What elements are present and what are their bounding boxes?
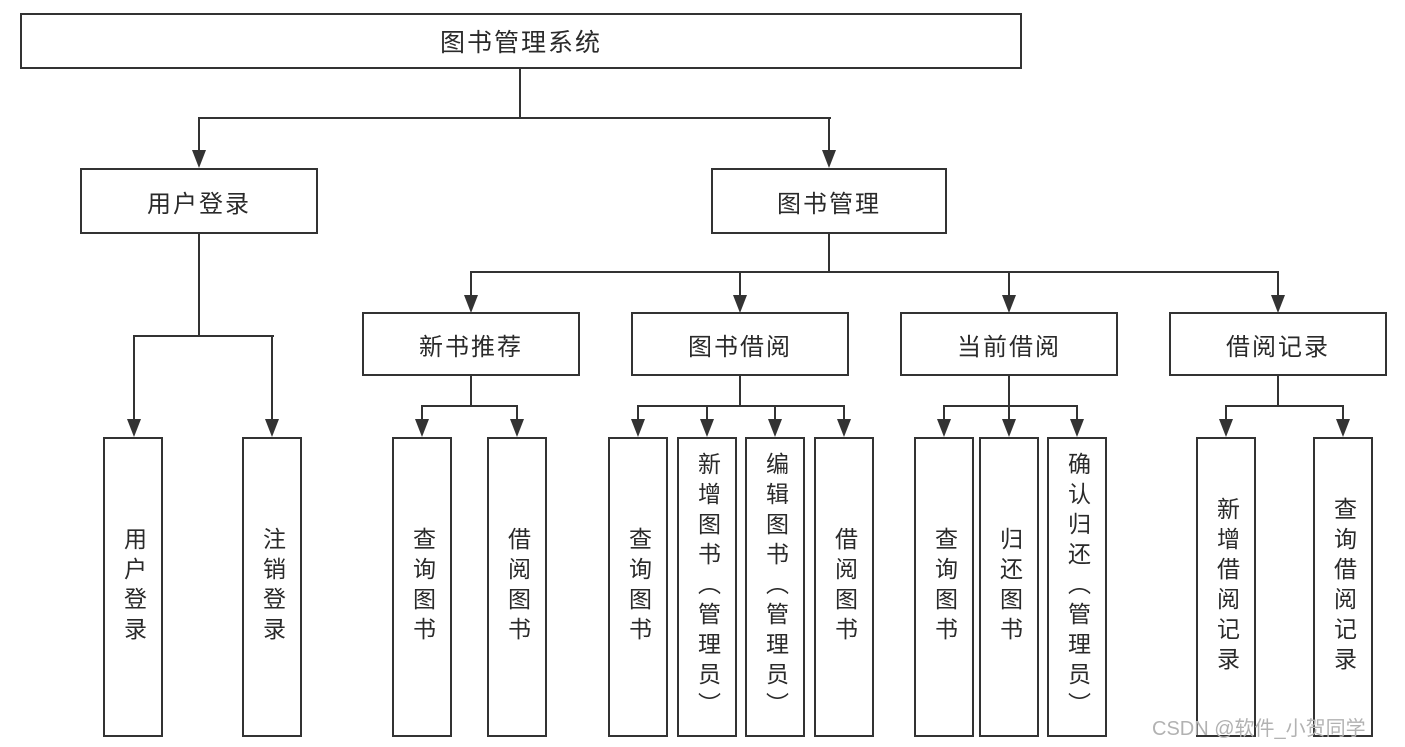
connector-vline (1277, 271, 1279, 297)
node-book-management: 图书管理 (711, 168, 947, 234)
arrow-down-icon (510, 419, 524, 437)
leaf-label: 借阅图书 (831, 527, 858, 647)
leaf-label: 查询图书 (625, 527, 652, 647)
arrow-down-icon (1002, 295, 1016, 313)
connector-vline (516, 405, 518, 421)
connector-hline (943, 405, 1078, 407)
connector-vline (421, 405, 423, 421)
connector-vline (739, 376, 741, 407)
node-label: 借阅记录 (1226, 333, 1330, 361)
connector-vline (637, 405, 639, 421)
connector-vline (1008, 271, 1010, 297)
connector-vline (943, 405, 945, 421)
connector-hline (470, 271, 1279, 273)
connector-hline (637, 405, 845, 407)
arrow-down-icon (1336, 419, 1350, 437)
connector-vline (1008, 376, 1010, 407)
leaf-query-books-current: 查询图书 (914, 437, 974, 737)
leaf-label: 注销登录 (259, 527, 286, 647)
arrow-down-icon (265, 419, 279, 437)
leaf-label: 查询图书 (931, 527, 958, 647)
leaf-add-book-admin: 新增图书（管理员） (677, 437, 737, 737)
leaf-add-borrow-record: 新增借阅记录 (1196, 437, 1256, 737)
leaf-label: 查询借阅记录 (1330, 497, 1357, 677)
connector-hline (198, 117, 831, 119)
node-label: 当前借阅 (957, 333, 1061, 361)
leaf-label: 确认归还（管理员） (1064, 452, 1091, 722)
leaf-confirm-return-admin: 确认归还（管理员） (1047, 437, 1107, 737)
connector-vline (843, 405, 845, 421)
arrow-down-icon (837, 419, 851, 437)
connector-vline (828, 233, 830, 273)
csdn-watermark: CSDN @软件_小贺同学 (1152, 718, 1366, 740)
connector-vline (828, 117, 830, 152)
connector-vline (470, 376, 472, 407)
node-label: 图书管理 (777, 190, 881, 218)
connector-vline (198, 233, 200, 337)
leaf-query-books-recommend: 查询图书 (392, 437, 452, 737)
leaf-label: 查询图书 (409, 527, 436, 647)
node-label: 图书管理系统 (439, 29, 602, 57)
node-library-management-system: 图书管理系统 (20, 13, 1022, 69)
leaf-label: 借阅图书 (504, 527, 531, 647)
connector-vline (271, 335, 273, 421)
connector-hline (133, 335, 274, 337)
connector-vline (706, 405, 708, 421)
arrow-down-icon (733, 295, 747, 313)
connector-hline (421, 405, 518, 407)
node-borrowing-records: 借阅记录 (1169, 312, 1387, 376)
arrow-down-icon (1271, 295, 1285, 313)
leaf-user-login: 用户登录 (103, 437, 163, 737)
leaf-return-book: 归还图书 (979, 437, 1039, 737)
node-label: 用户登录 (147, 190, 251, 218)
arrow-down-icon (415, 419, 429, 437)
leaf-borrow-books-borrowing: 借阅图书 (814, 437, 874, 737)
node-new-book-recommend: 新书推荐 (362, 312, 580, 376)
arrow-down-icon (937, 419, 951, 437)
connector-vline (470, 271, 472, 297)
leaf-label: 新增图书（管理员） (694, 452, 721, 722)
leaf-edit-book-admin: 编辑图书（管理员） (745, 437, 805, 737)
leaf-label: 用户登录 (120, 527, 147, 647)
connector-vline (774, 405, 776, 421)
arrow-down-icon (1070, 419, 1084, 437)
node-user-login: 用户登录 (80, 168, 318, 234)
connector-vline (1277, 376, 1279, 407)
node-current-borrowing: 当前借阅 (900, 312, 1118, 376)
arrow-down-icon (192, 150, 206, 168)
leaf-label: 编辑图书（管理员） (762, 452, 789, 722)
arrow-down-icon (631, 419, 645, 437)
leaf-query-borrow-record: 查询借阅记录 (1313, 437, 1373, 737)
arrow-down-icon (768, 419, 782, 437)
connector-vline (1342, 405, 1344, 421)
connector-vline (519, 68, 521, 118)
connector-vline (198, 117, 200, 152)
arrow-down-icon (1219, 419, 1233, 437)
connector-vline (1008, 405, 1010, 421)
connector-hline (1225, 405, 1344, 407)
leaf-logout: 注销登录 (242, 437, 302, 737)
leaf-query-books-borrowing: 查询图书 (608, 437, 668, 737)
node-label: 图书借阅 (688, 333, 792, 361)
leaf-label: 归还图书 (996, 527, 1023, 647)
arrow-down-icon (127, 419, 141, 437)
node-label: 新书推荐 (419, 333, 523, 361)
arrow-down-icon (1002, 419, 1016, 437)
connector-vline (133, 335, 135, 421)
connector-vline (1225, 405, 1227, 421)
connector-vline (739, 271, 741, 297)
leaf-borrow-books-recommend: 借阅图书 (487, 437, 547, 737)
node-book-borrowing: 图书借阅 (631, 312, 849, 376)
connector-vline (1076, 405, 1078, 421)
arrow-down-icon (700, 419, 714, 437)
arrow-down-icon (822, 150, 836, 168)
arrow-down-icon (464, 295, 478, 313)
leaf-label: 新增借阅记录 (1213, 497, 1240, 677)
